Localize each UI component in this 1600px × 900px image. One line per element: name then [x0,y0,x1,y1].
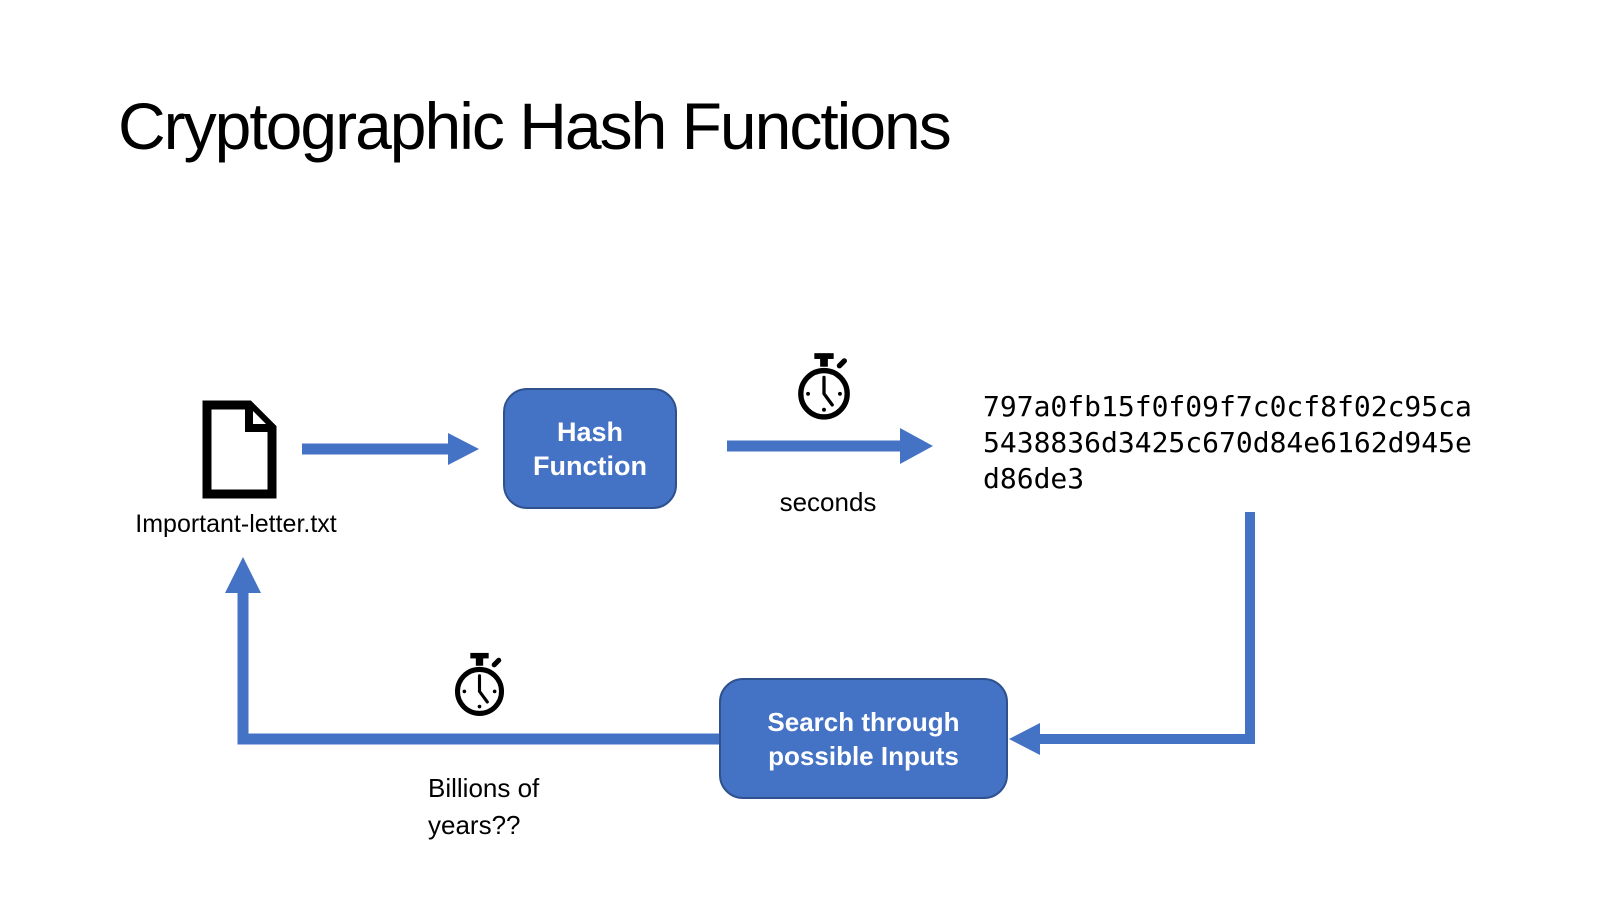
document-icon [202,400,277,499]
seconds-label: seconds [779,487,877,517]
search-inputs-box: Search through possible Inputs [719,678,1008,799]
hash-function-box-label-line1: Hash [556,416,624,447]
hash-line: d86de3 [983,462,1085,495]
stopwatch-icon [454,652,505,716]
arrow-digest-to-search [1009,512,1255,755]
billions-years-label: Billions of years?? [428,770,539,844]
stopwatch-icon [798,353,850,420]
search-inputs-box-label-line1: Search through [767,706,960,737]
hash-line: 5438836d3425c670d84e6162d945e [983,426,1472,459]
slide-title: Cryptographic Hash Functions [118,89,952,163]
hash-line: 797a0fb15f0f09f7c0cf8f02c95ca [983,390,1472,423]
hash-function-box: Hash Function [503,388,677,509]
billions-years-label-line2: years?? [428,810,521,840]
file-label: Important-letter.txt [135,510,337,538]
hash-function-box-label-line2: Function [533,450,647,481]
hash-output-text: 797a0fb15f0f09f7c0cf8f02c95ca 5438836d34… [983,389,1472,497]
billions-years-label-line1: Billions of [428,773,540,803]
arrow-file-to-hashfn [302,433,479,465]
arrow-hashfn-to-digest [727,428,933,464]
search-inputs-box-label-line2: possible Inputs [768,740,959,771]
